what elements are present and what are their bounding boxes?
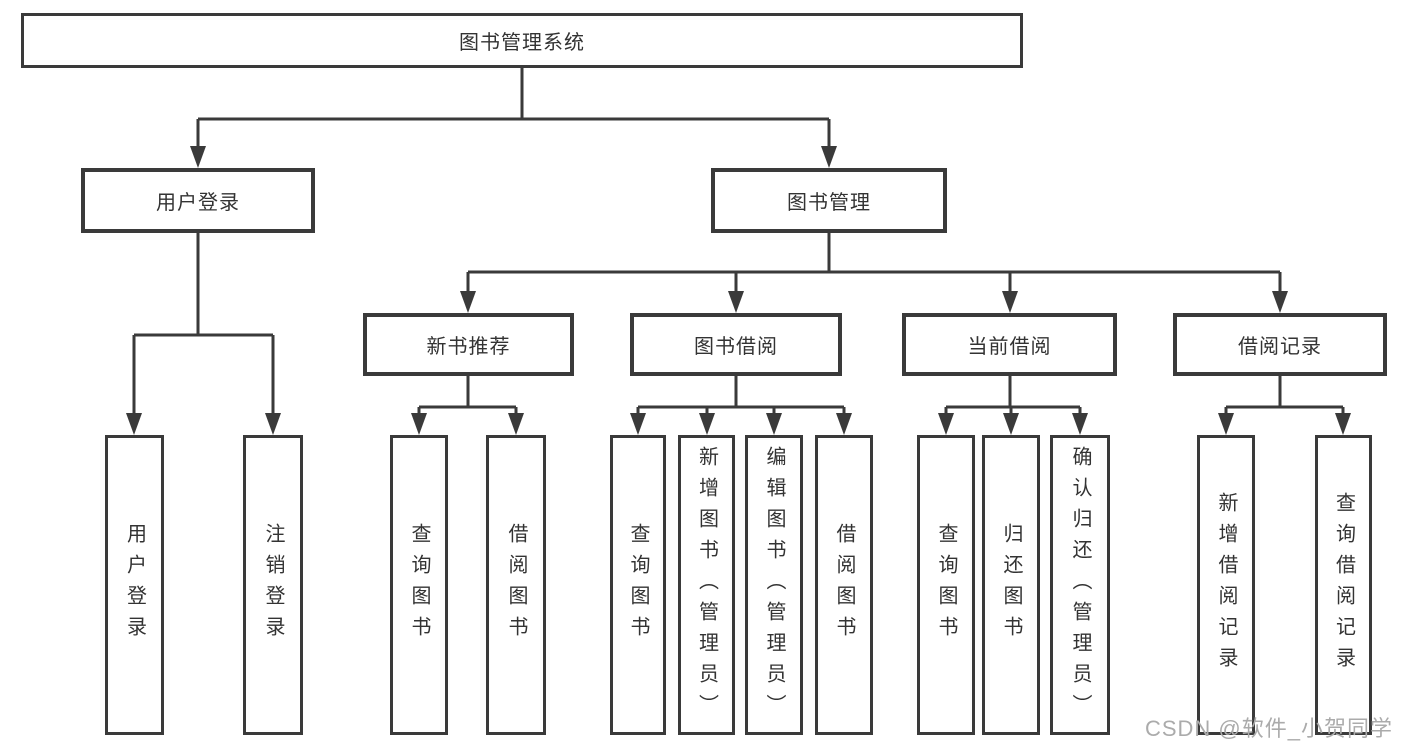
connector-new-book-rec-to-leaves: [417, 376, 518, 415]
connector-current-borrow-to-leaves: [944, 376, 1082, 415]
connector-user-login-to-leaves: [132, 233, 275, 415]
leaf-query-books-2-label: 查询图书: [627, 523, 649, 647]
leaf-borrow-books-2-label: 借阅图书: [833, 523, 855, 647]
category-current-borrow-label: 当前借阅: [967, 336, 1052, 358]
leaf-query-borrow-record: 查询借阅记录: [1315, 435, 1372, 735]
leaf-edit-books-admin-label: 编辑图书（管理员）: [763, 445, 785, 725]
arrowheads-level2: [190, 146, 837, 168]
category-book-borrow-label: 图书借阅: [694, 336, 778, 358]
leaf-query-books-1: 查询图书: [390, 435, 448, 735]
category-current-borrow: 当前借阅: [902, 313, 1117, 376]
leaf-confirm-return-admin: 确认归还（管理员）: [1050, 435, 1110, 735]
leaf-add-books-admin: 新增图书（管理员）: [678, 435, 735, 735]
arrowheads-leaves: [126, 413, 1351, 435]
branch-user-login-label: 用户登录: [156, 192, 240, 214]
branch-user-login: 用户登录: [81, 168, 315, 233]
leaf-query-books-2: 查询图书: [610, 435, 666, 735]
leaf-add-borrow-record-label: 新增借阅记录: [1215, 492, 1237, 678]
category-book-borrow: 图书借阅: [630, 313, 842, 376]
category-borrow-records-label: 借阅记录: [1238, 336, 1322, 358]
leaf-confirm-return-admin-label: 确认归还（管理员）: [1069, 445, 1091, 725]
leaf-user-login: 用户登录: [105, 435, 164, 735]
leaf-add-books-admin-label: 新增图书（管理员）: [695, 445, 718, 725]
leaf-query-books-3-label: 查询图书: [935, 523, 957, 647]
category-new-book-rec: 新书推荐: [363, 313, 574, 376]
leaf-edit-books-admin: 编辑图书（管理员）: [745, 435, 803, 735]
connector-borrow-records-to-leaves: [1224, 376, 1345, 415]
leaf-logout-label: 注销登录: [262, 523, 284, 647]
category-borrow-records: 借阅记录: [1173, 313, 1387, 376]
csdn-watermark: CSDN @软件_小贺同学: [1144, 716, 1393, 741]
leaf-add-borrow-record: 新增借阅记录: [1197, 435, 1255, 735]
arrowheads-level3: [460, 291, 1288, 313]
leaf-query-borrow-record-label: 查询借阅记录: [1332, 492, 1355, 678]
leaf-borrow-books-2: 借阅图书: [815, 435, 873, 735]
leaf-borrow-books-1-label: 借阅图书: [505, 523, 527, 647]
connector-book-borrow-to-leaves: [636, 376, 846, 415]
connector-book-mgmt-to-level3: [466, 233, 1282, 293]
leaf-query-books-1-label: 查询图书: [408, 523, 430, 647]
leaf-borrow-books-1: 借阅图书: [486, 435, 546, 735]
leaf-return-books: 归还图书: [982, 435, 1040, 735]
root-node-label: 图书管理系统: [459, 32, 585, 54]
category-new-book-rec-label: 新书推荐: [426, 336, 511, 358]
root-node: 图书管理系统: [21, 13, 1023, 68]
leaf-logout: 注销登录: [243, 435, 303, 735]
leaf-user-login-label: 用户登录: [123, 523, 146, 647]
leaf-return-books-label: 归还图书: [1000, 523, 1022, 647]
leaf-query-books-3: 查询图书: [917, 435, 975, 735]
connector-root-to-level2: [196, 68, 831, 148]
branch-book-mgmt: 图书管理: [711, 168, 947, 233]
branch-book-mgmt-label: 图书管理: [787, 192, 871, 214]
